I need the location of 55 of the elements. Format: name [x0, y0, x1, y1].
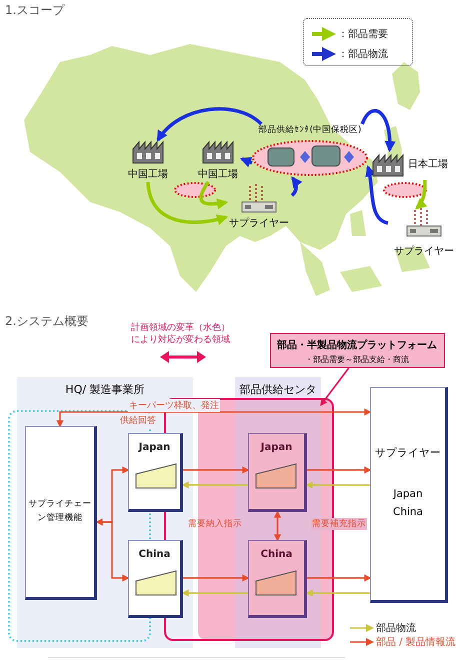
flow-label: 需要納入指示 [188, 518, 242, 530]
supplier-box [370, 387, 448, 603]
arrow [96, 518, 130, 582]
arrow [415, 180, 428, 210]
site-label: Japan [259, 442, 294, 453]
box-label: China [392, 506, 424, 518]
site-label: Japan [137, 442, 172, 453]
process-box [25, 426, 97, 600]
arrow [306, 589, 370, 597]
arrow [306, 481, 370, 489]
callout-box [270, 333, 445, 368]
arrow [182, 589, 248, 597]
arrow [307, 574, 372, 582]
place-label: サプライヤー [393, 244, 455, 258]
leader-line [320, 368, 350, 406]
arrow [360, 109, 396, 152]
panel-heading: HQ/ 製造事業所 [64, 382, 146, 397]
box-label: サプライヤー [374, 446, 442, 460]
site-box [248, 433, 307, 512]
place-label: サプライヤー [228, 216, 290, 230]
place-label: 中国工場 [127, 168, 169, 181]
note-text: 計画領域の変革（水色）により対応が変わる領域 [130, 322, 231, 346]
site-box [128, 540, 183, 618]
legend-text: 部品物流 [376, 622, 416, 635]
edge-label: キーパーツ枠取、発注 [128, 399, 220, 412]
box-label: サプライチェーン管理機能 [28, 498, 92, 525]
callout-subtitle: ・部品需要～部品支給・商流 [304, 354, 410, 365]
panel-heading: 部品供給センタ [238, 382, 318, 397]
arrow [240, 157, 253, 168]
arrow [146, 182, 228, 225]
site-box [128, 433, 183, 512]
arrow [274, 510, 282, 542]
arrow [56, 408, 372, 428]
arrow [307, 466, 372, 474]
flow-label: 供給回答 [120, 414, 156, 427]
arrow [156, 107, 262, 142]
arrow [183, 466, 250, 474]
place-label: 中国工場 [197, 168, 239, 181]
legend-text: ：部品物流 [338, 48, 388, 61]
place-label: 日本工場 [408, 158, 448, 171]
legend-text: 部品 / 製品情報流 [376, 636, 456, 649]
section-title: 1.スコープ [5, 2, 64, 19]
panel [235, 377, 321, 648]
arrow [290, 176, 302, 197]
site-label: China [138, 549, 172, 560]
site-box [248, 540, 307, 618]
legend-text: ：部品需要 [338, 28, 388, 41]
section-title: 2.システム概要 [5, 313, 88, 330]
arrow [182, 481, 248, 489]
box-label: Japan [392, 488, 424, 500]
site-label: China [260, 549, 294, 560]
callout-title: 部品・半製品物流プラットフォーム [276, 338, 438, 352]
flow-label: 需要補充指示 [311, 518, 367, 530]
place-label: 部品供給ｾﾝﾀ(中国保税区) [258, 124, 362, 136]
arrow [183, 574, 250, 582]
